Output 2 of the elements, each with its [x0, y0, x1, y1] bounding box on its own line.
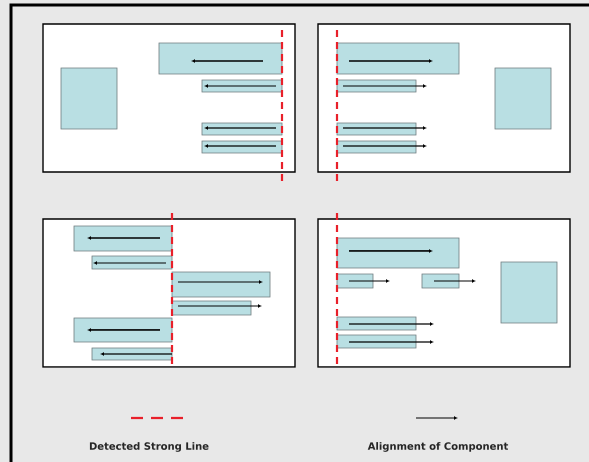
legend-text: Alignment of Component: [368, 442, 508, 452]
legend-text: Detected Strong Line: [90, 442, 209, 452]
